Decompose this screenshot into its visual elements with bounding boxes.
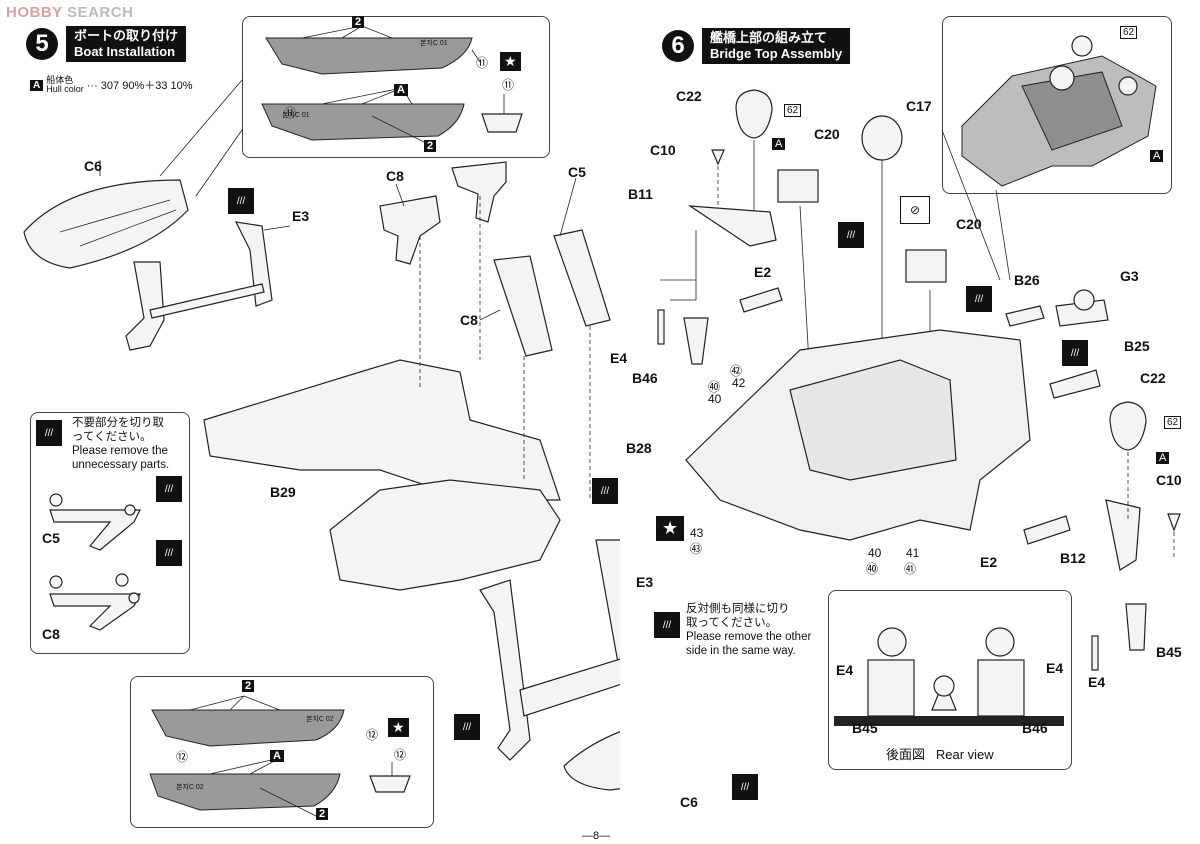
rear-view-drawing: [834, 627, 1064, 726]
hull-color-note: A 船体色 Hull color ··· 307 90%＋33 10%: [30, 76, 193, 94]
ref-40: 40: [708, 392, 722, 406]
ref-11: ⑪: [476, 56, 489, 70]
ref-43: 43: [690, 526, 704, 540]
label-c6: C6: [84, 158, 102, 174]
ref-41: 41: [906, 546, 920, 560]
label-c6: C6: [680, 794, 698, 810]
label-b28: B28: [626, 440, 652, 456]
boat-12-drawings: [149, 695, 432, 817]
step5-number: 5: [26, 28, 58, 60]
ref-11: ⑪: [284, 106, 297, 120]
badge-2: 2: [352, 16, 365, 28]
label-e2: E2: [754, 264, 772, 280]
label-c22: C22: [1140, 370, 1166, 386]
label-c22: C22: [676, 88, 702, 104]
star-icon: ★: [500, 52, 521, 71]
glue-icon: ///: [454, 714, 480, 740]
glue-icon: ///: [838, 222, 864, 248]
label-c17: C17: [906, 98, 932, 114]
ref-12: ⑫: [366, 728, 379, 742]
ref-43: ㊸: [690, 542, 703, 556]
ref-42: 42: [732, 376, 746, 390]
step5-drawing: [23, 79, 620, 791]
badge-2: 2: [424, 140, 437, 152]
cut-note-text: 不要部分を切り取 ってください。 Please remove the unnec…: [72, 417, 170, 471]
label-c8: C8: [460, 312, 478, 328]
label-b45: B45: [852, 720, 878, 736]
ref-62: 62: [1120, 26, 1138, 39]
ref-11: ⑪: [502, 78, 515, 92]
label-c8: C8: [386, 168, 404, 184]
step6-header: 6 艦橋上部の組み立て Bridge Top Assembly: [662, 28, 851, 64]
other-side-note: 反対側も同様に切り 取ってください。 Please remove the oth…: [686, 603, 812, 657]
label-e4: E4: [610, 350, 628, 366]
cutter-icon: ///: [654, 612, 680, 638]
label-c20: C20: [956, 216, 982, 232]
label-c5: C5: [42, 530, 60, 546]
ref-40: ㊵: [708, 380, 721, 394]
label-b12: B12: [1060, 550, 1086, 566]
step5-title: ボートの取り付け Boat Installation: [66, 26, 187, 62]
step5-header: 5 ボートの取り付け Boat Installation: [26, 26, 187, 62]
ref-40: ㊵: [866, 562, 879, 576]
label-b29: B29: [270, 484, 296, 500]
ref-62: 62: [1164, 416, 1182, 429]
no-glue-icon: ⊘: [900, 196, 930, 224]
step6-title: 艦橋上部の組み立て Bridge Top Assembly: [702, 28, 851, 64]
cutter-icon: ///: [156, 476, 182, 502]
hull-text: 본지C 01: [420, 40, 448, 47]
label-b25: B25: [1124, 338, 1150, 354]
label-c10: C10: [650, 142, 676, 158]
ref-42: ㊷: [730, 364, 743, 378]
hull-text: 본지C 02: [306, 716, 334, 723]
bridge-top-inset-drawing: [961, 35, 1157, 187]
star-icon: ★: [388, 718, 409, 737]
label-e4: E4: [1046, 660, 1064, 676]
boat-11-drawings: [261, 25, 523, 147]
label-g3: G3: [1120, 268, 1139, 284]
hull-text: 본지C 02: [176, 784, 204, 791]
ref-12: ⑫: [176, 750, 189, 764]
label-b11: B11: [628, 186, 653, 202]
cutter-icon: ///: [156, 540, 182, 566]
label-b26: B26: [1014, 272, 1040, 288]
label-c5: C5: [568, 164, 586, 180]
badge-a: A: [1156, 452, 1170, 464]
label-b45: B45: [1156, 644, 1182, 660]
label-c8: C8: [42, 626, 60, 642]
ref-62: 62: [784, 104, 802, 117]
badge-a: A: [394, 84, 408, 96]
badge-2: 2: [242, 680, 255, 692]
page-number: —8—: [582, 830, 611, 842]
label-e3: E3: [636, 574, 654, 590]
star-icon: ★: [656, 516, 685, 541]
glue-icon: ///: [966, 286, 992, 312]
badge-a: A: [1150, 150, 1164, 162]
glue-icon: ///: [1062, 340, 1088, 366]
label-e4: E4: [1088, 674, 1106, 690]
glue-icon: ///: [228, 188, 254, 214]
rear-view-caption: 後面図 Rear view: [886, 747, 994, 762]
hull-text: 본지C 01: [282, 112, 310, 119]
cut-note-drawings: [49, 493, 141, 631]
label-b46: B46: [632, 370, 658, 386]
badge-a: A: [772, 138, 786, 150]
ref-41: ㊶: [904, 562, 917, 576]
glue-icon: ///: [592, 478, 618, 504]
cutter-icon: ///: [36, 420, 62, 446]
watermark: HOBBY SEARCH: [6, 4, 134, 21]
step6-drawing: [657, 89, 1181, 671]
label-c20: C20: [814, 126, 840, 142]
ref-40: 40: [868, 546, 882, 560]
badge-a: A: [270, 750, 284, 762]
label-b46: B46: [1022, 720, 1048, 736]
badge-2: 2: [316, 808, 329, 820]
step6-number: 6: [662, 30, 694, 62]
label-e2: E2: [980, 554, 998, 570]
ref-12: ⑫: [394, 748, 407, 762]
glue-icon: ///: [732, 774, 758, 800]
label-c10: C10: [1156, 472, 1182, 488]
label-e3: E3: [292, 208, 310, 224]
label-e4: E4: [836, 662, 854, 678]
